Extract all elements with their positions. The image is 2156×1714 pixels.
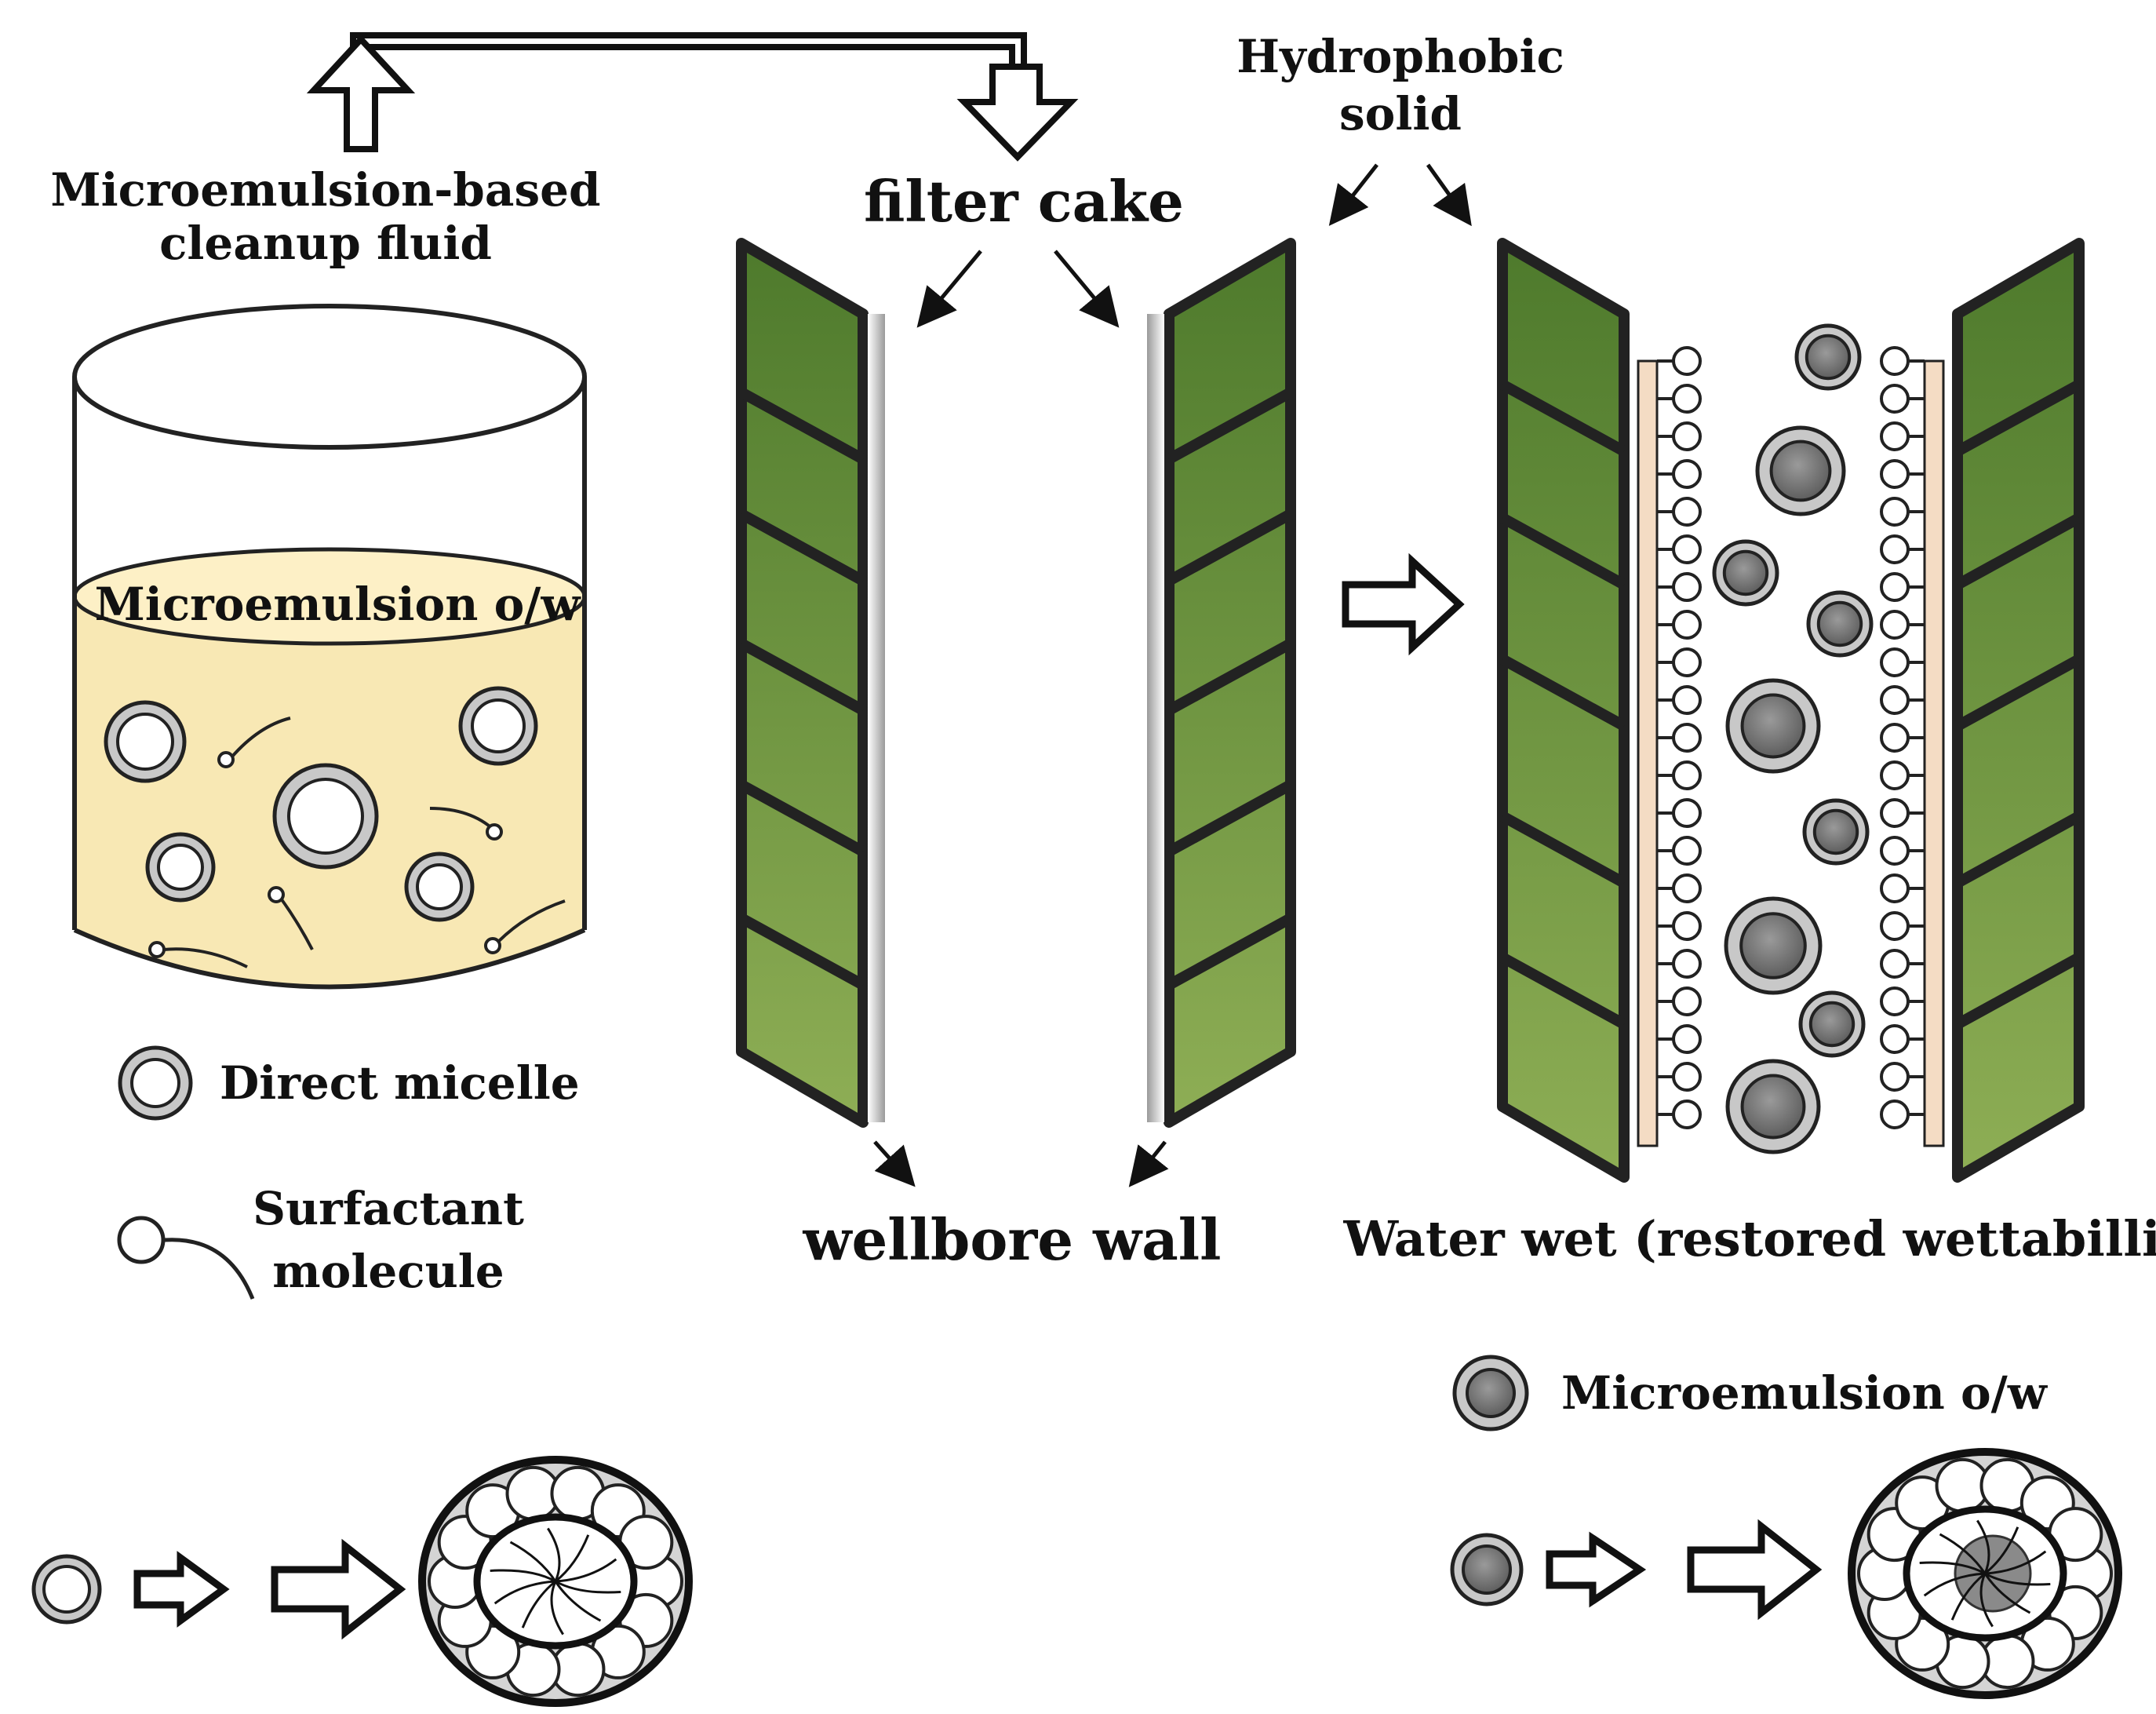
- surfactant-heads-left: [1657, 346, 1702, 1129]
- transition-arrow: [1342, 552, 1465, 656]
- wellbore-wall-label: wellbore wall: [802, 1206, 1221, 1273]
- surfactant-head: [1880, 798, 1910, 828]
- surfactant-head: [1672, 346, 1702, 376]
- surfactant-head: [1672, 534, 1702, 564]
- wellbore-wall-left: [736, 238, 869, 1128]
- surfactant-head: [1880, 346, 1910, 376]
- filter-cake-right: [1147, 314, 1164, 1122]
- surfactant-head: [1880, 497, 1910, 527]
- beaker-surface-label: Microemulsion o/w: [95, 578, 582, 631]
- legend-surfactant-line2: molecule: [272, 1245, 504, 1298]
- surfactant-head: [1880, 911, 1910, 941]
- micelle-progression-left: [31, 1456, 693, 1707]
- surfactant-head: [1672, 421, 1702, 451]
- surfactant-head: [1880, 723, 1910, 753]
- surfactant-head: [1880, 610, 1910, 640]
- fluid-label-line1: Microemulsion-based: [50, 163, 600, 217]
- surfactant-head: [1880, 459, 1910, 489]
- surfactant-head: [1880, 1024, 1910, 1054]
- surfactant-head: [1880, 760, 1910, 790]
- rock-wall-right: [1952, 238, 2085, 1183]
- adsorbed-layer-right: [1923, 359, 1945, 1147]
- wellbore-wall-right: [1164, 238, 1296, 1128]
- hydrophobic-label-line2: solid: [1339, 87, 1462, 140]
- rock-wall-left: [1497, 238, 1630, 1183]
- adsorbed-layer-left: [1637, 359, 1659, 1147]
- surfactant-head: [1672, 760, 1702, 790]
- legend-surfactant-line1: Surfactant: [253, 1182, 524, 1235]
- surfactant-head: [1880, 685, 1910, 715]
- surfactant-molecule-icon: [117, 1216, 255, 1300]
- microemulsion-progression-right: [1450, 1448, 2122, 1699]
- surfactant-head: [1880, 647, 1910, 677]
- direct-micelle-icon: [118, 1045, 193, 1121]
- surfactant-head: [1672, 986, 1702, 1016]
- filter-cake-left: [868, 314, 885, 1122]
- surfactant-head: [1672, 459, 1702, 489]
- surfactant-head: [1672, 1100, 1702, 1129]
- surfactant-head: [1672, 949, 1702, 979]
- beaker-micelles: [104, 686, 538, 922]
- surfactant-head: [1880, 421, 1910, 451]
- surfactant-head: [1672, 911, 1702, 941]
- surfactant-head: [1880, 836, 1910, 866]
- surfactant-head: [1672, 647, 1702, 677]
- surfactant-head: [1672, 873, 1702, 903]
- surfactant-head: [1672, 723, 1702, 753]
- microemulsion-droplet-icon: [1452, 1355, 1529, 1431]
- surfactant-head: [1880, 1100, 1910, 1129]
- surfactant-head: [1672, 497, 1702, 527]
- surfactant-head: [1880, 384, 1910, 414]
- surfactant-head: [1672, 798, 1702, 828]
- microemulsion-cross-section-right: [1848, 1448, 2122, 1699]
- microemulsion-droplets: [1712, 323, 1874, 1154]
- surfactant-heads-right: [1880, 346, 1925, 1129]
- filter-cake-label: filter cake: [864, 168, 1184, 235]
- surfactant-head: [1672, 572, 1702, 602]
- surfactant-head: [1880, 949, 1910, 979]
- legend-direct-micelle: Direct micelle: [220, 1056, 580, 1110]
- micelle-cross-section-left: [418, 1456, 693, 1707]
- surfactant-head: [1880, 534, 1910, 564]
- surfactant-head: [1880, 1062, 1910, 1092]
- surfactant-head: [1672, 610, 1702, 640]
- water-wet-label: Water wet (restored wettabillity): [1342, 1210, 2156, 1267]
- surfactant-head: [1672, 836, 1702, 866]
- surfactant-head: [1880, 873, 1910, 903]
- legend-microemulsion: Microemulsion o/w: [1561, 1366, 2049, 1420]
- beaker-surfactants: [148, 717, 566, 968]
- surfactant-head: [1672, 1062, 1702, 1092]
- surfactant-head: [1880, 572, 1910, 602]
- hydrophobic-label-line1: Hydrophobic: [1236, 30, 1564, 83]
- flow-arrow-top: [306, 32, 1079, 162]
- surfactant-head: [1672, 384, 1702, 414]
- surfactant-head: [1672, 1024, 1702, 1054]
- surfactant-head: [1880, 986, 1910, 1016]
- fluid-label-line2: cleanup fluid: [159, 217, 492, 270]
- surfactant-head: [1672, 685, 1702, 715]
